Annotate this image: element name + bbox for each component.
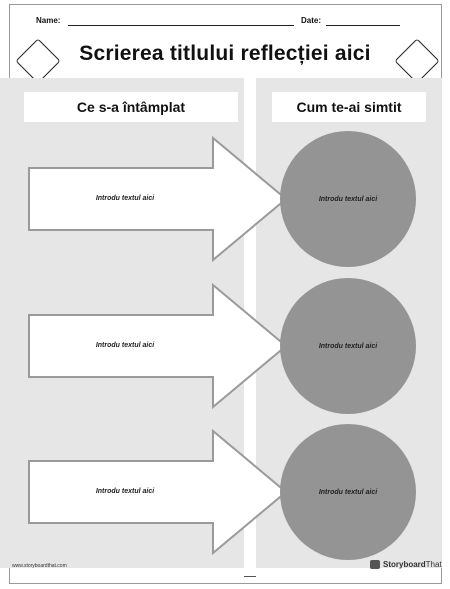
feeling-circle-1: Introdu textul aici (280, 131, 416, 267)
bottom-tick-line (244, 576, 256, 577)
arrow-text-1[interactable]: Introdu textul aici (95, 195, 155, 202)
right-column-heading[interactable]: Cum te-ai simtit (272, 92, 426, 122)
name-label: Name: (36, 16, 61, 25)
left-column-heading[interactable]: Ce s-a întâmplat (24, 92, 238, 122)
circle-text-1[interactable]: Introdu textul aici (318, 195, 378, 203)
feeling-circle-2: Introdu textul aici (280, 278, 416, 414)
header-row: Name: Date: (36, 14, 416, 28)
arrow-text-2[interactable]: Introdu textul aici (95, 342, 155, 349)
footer-url: www.storyboardthat.com (12, 563, 67, 569)
brand-that: That (425, 559, 442, 569)
brand-story: Storyboard (383, 559, 426, 569)
date-line[interactable] (326, 25, 400, 26)
storyboard-icon (370, 559, 380, 569)
arrow-text-3[interactable]: Introdu textul aici (95, 488, 155, 495)
date-label: Date: (301, 16, 322, 25)
circle-text-2[interactable]: Introdu textul aici (318, 342, 378, 350)
feeling-circle-3: Introdu textul aici (280, 424, 416, 560)
circle-text-3[interactable]: Introdu textul aici (318, 488, 378, 496)
name-line[interactable] (68, 25, 294, 26)
page-title[interactable]: Scrierea titlului reflecției aici (79, 42, 371, 65)
